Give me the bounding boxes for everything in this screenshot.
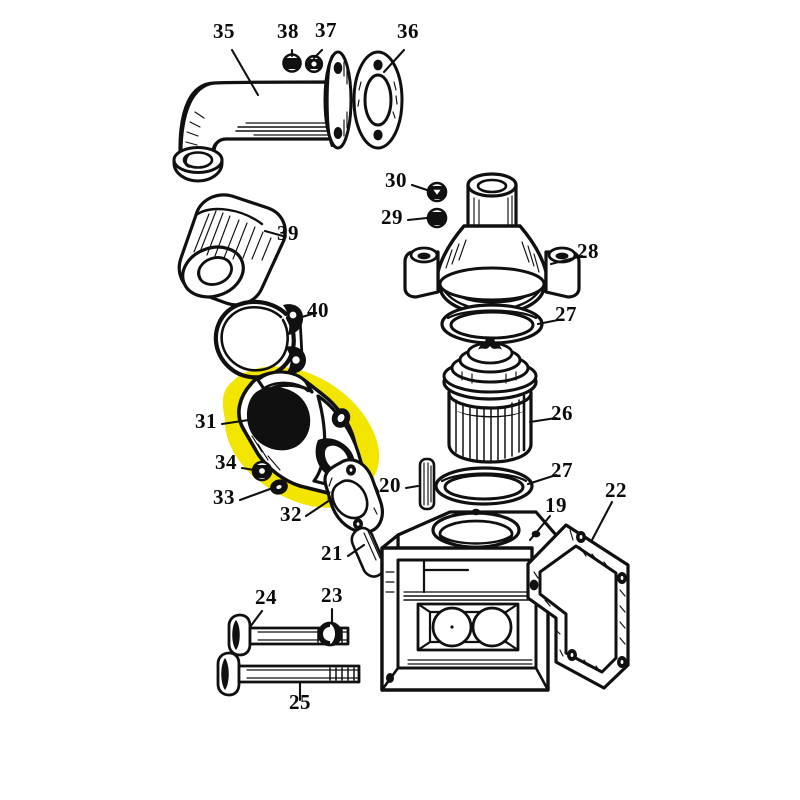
leader-19	[528, 514, 552, 542]
part-19-water-pump-body	[380, 508, 558, 692]
part-28-thermostat-housing-cover	[403, 172, 581, 316]
part-25-cap-screw-long	[216, 651, 361, 697]
callout-number-33: 33	[213, 485, 235, 509]
leader-lines	[220, 48, 614, 702]
callout-number-36: 36	[397, 19, 419, 43]
callout-number-31: 31	[195, 409, 217, 433]
part-38-lock-washer	[282, 53, 302, 73]
callout-number-19: 19	[545, 493, 567, 517]
leader-39	[263, 229, 285, 238]
part-36-gasket	[352, 50, 404, 150]
leader-31	[220, 416, 264, 426]
callout-number-22: 22	[605, 478, 627, 502]
leader-28	[549, 254, 584, 266]
leader-26	[528, 416, 558, 424]
callout-number-38: 38	[277, 19, 299, 43]
leader-40	[290, 312, 314, 322]
part-27-upper-gasket	[440, 303, 544, 345]
leader-34	[240, 466, 256, 472]
leader-30	[410, 183, 429, 192]
leader-35	[230, 48, 260, 97]
leader-27-lower	[526, 473, 558, 486]
part-30-nut	[426, 181, 448, 203]
callout-number-27: 27	[555, 302, 577, 326]
leader-22	[590, 500, 614, 542]
leader-27-upper	[536, 318, 560, 326]
callout-number-23: 23	[321, 583, 343, 607]
part-22-pump-body-gasket	[526, 523, 630, 690]
callout-number-32: 32	[280, 502, 302, 526]
leader-20	[404, 484, 420, 490]
callout-number-21: 21	[321, 541, 343, 565]
part-21-dowel-pin	[350, 526, 386, 578]
callout-number-24: 24	[255, 585, 277, 609]
callout-number-26: 26	[551, 401, 573, 425]
callout-number-37: 37	[315, 18, 337, 42]
leader-33	[238, 487, 272, 502]
callout-number-34: 34	[215, 450, 237, 474]
part-34-nut	[251, 460, 273, 482]
part-40-hose-clamp	[213, 299, 306, 380]
part-23-lock-washer	[317, 621, 343, 647]
part-33-lock-washer	[270, 479, 288, 495]
leader-36	[382, 48, 406, 74]
part-20-dowel-pin	[418, 457, 436, 511]
leader-32	[304, 498, 332, 518]
callout-number-35: 35	[213, 19, 235, 43]
part-26-thermostat	[442, 338, 538, 464]
callout-number-39: 39	[277, 221, 299, 245]
leader-24	[248, 609, 264, 629]
callout-number-20: 20	[379, 473, 401, 497]
callout-number-29: 29	[381, 205, 403, 229]
callout-number-40: 40	[307, 298, 329, 322]
part-39-hose	[177, 193, 287, 307]
callout-labels: 35 38 37 36 39 40 30 29 28 27 26 27 31 34 33 32 20 21 19 22…	[195, 18, 627, 714]
callout-number-25: 25	[289, 690, 311, 714]
leader-21	[346, 543, 366, 558]
part-29-lock-washer	[426, 207, 448, 229]
leader-29	[406, 216, 429, 222]
leader-37	[312, 48, 324, 60]
part-35-outlet-pipe	[172, 50, 353, 183]
callout-number-30: 30	[385, 168, 407, 192]
part-27-lower-gasket	[434, 466, 534, 506]
callout-number-28: 28	[577, 239, 599, 263]
callout-number-27: 27	[551, 458, 573, 482]
part-37-nut	[304, 54, 324, 74]
part-32-gasket	[323, 458, 384, 534]
